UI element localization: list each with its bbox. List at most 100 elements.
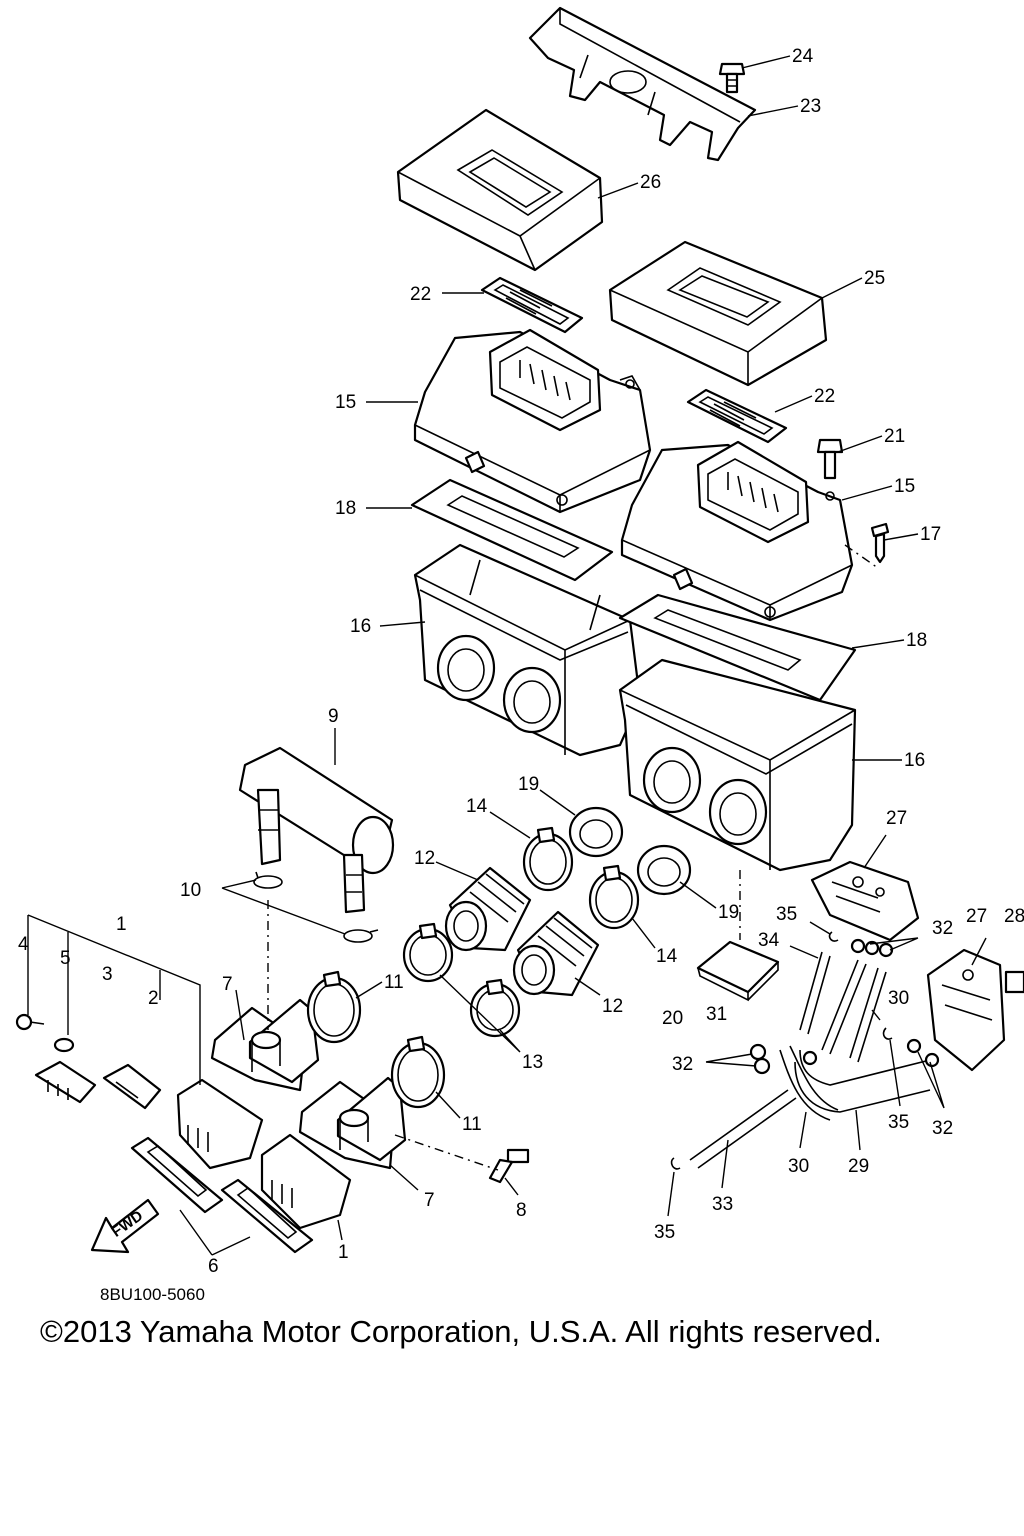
airbox-lid-part-15-upper	[413, 328, 652, 514]
callout-19-lower: 19	[718, 902, 739, 923]
reed-valve-part-1-left	[176, 1078, 264, 1170]
callout-32-mid: 32	[672, 1054, 693, 1075]
callout-35-mid: 35	[888, 1112, 909, 1133]
bracket-part-23	[528, 6, 757, 162]
callout-22-upper: 22	[410, 284, 431, 305]
callout-35-upper: 35	[776, 904, 797, 925]
callout-20: 20	[662, 1008, 683, 1029]
collar-part-19-upper	[568, 806, 624, 858]
callout-29: 29	[848, 1156, 869, 1177]
callout-15-upper: 15	[335, 392, 356, 413]
clamp-part-13-left	[402, 922, 454, 983]
callout-30-lower: 30	[788, 1156, 809, 1177]
callout-15-lower: 15	[894, 476, 915, 497]
screw-part-4	[15, 1013, 45, 1031]
callout-1-upper: 1	[116, 914, 127, 935]
clamp-part-11-lower	[390, 1035, 446, 1109]
clamp-part-13-right	[469, 978, 521, 1038]
collar-part-19-lower	[636, 844, 692, 896]
callout-7-lower: 7	[424, 1190, 435, 1211]
callout-5: 5	[60, 948, 71, 969]
rubber-joint-part-12-lower	[512, 910, 600, 997]
screw-part-17	[870, 522, 890, 564]
hose-clip-part-32-group	[749, 938, 940, 1075]
hose-part-29	[794, 1049, 931, 1113]
callout-34: 34	[758, 930, 780, 951]
callout-12-lower: 12	[602, 996, 623, 1017]
bolt-part-8	[488, 1148, 530, 1184]
adapter-part-7-right	[298, 1076, 407, 1170]
callout-2: 2	[148, 988, 159, 1009]
callout-25: 25	[864, 268, 885, 289]
filter-part-22-upper	[480, 276, 584, 334]
hose-clip-part-35-group	[670, 931, 893, 1170]
gasket-part-6-right	[220, 1178, 314, 1254]
filter-part-22-lower	[686, 388, 788, 444]
callout-22-lower: 22	[814, 386, 835, 407]
fuel-pump-part-27-lower	[926, 948, 1006, 1072]
callout-4: 4	[18, 934, 29, 955]
washer-part-5	[53, 1037, 75, 1053]
bolt-part-21	[816, 438, 844, 480]
callout-30-upper: 30	[888, 988, 909, 1009]
reed-petal-part-3	[34, 1060, 97, 1104]
callout-17: 17	[920, 524, 941, 545]
clamp-part-11-upper	[306, 970, 362, 1044]
callout-35-lower: 35	[654, 1222, 675, 1243]
callout-12-upper: 12	[414, 848, 435, 869]
callout-33: 33	[712, 1194, 733, 1215]
callout-9: 9	[328, 706, 339, 727]
callout-18-lower: 18	[906, 630, 927, 651]
pad-part-20	[696, 940, 780, 1002]
airbox-base-part-16-lower	[618, 658, 857, 872]
bolt-part-28	[1004, 970, 1024, 994]
callout-labels: 24 23 26 25 22 22 21 15 15 17 18 18 16 1…	[18, 46, 1024, 1277]
callout-11-upper: 11	[384, 972, 404, 993]
callout-8: 8	[516, 1200, 527, 1221]
clip-part-10-upper	[253, 871, 283, 889]
foam-cover-part-25	[608, 240, 828, 387]
callout-26: 26	[640, 172, 661, 193]
callout-18-upper: 18	[335, 498, 356, 519]
callout-24: 24	[792, 46, 814, 67]
callout-1-lower: 1	[338, 1242, 349, 1263]
clamp-part-14-lower	[588, 864, 640, 930]
callout-19-upper: 19	[518, 774, 539, 795]
gasket-part-18-upper	[410, 478, 614, 582]
gasket-part-18-lower	[618, 593, 857, 702]
callout-31: 31	[706, 1004, 727, 1025]
leader-lines	[179, 55, 987, 1256]
foam-cover-part-26	[396, 108, 604, 272]
callout-23: 23	[800, 96, 821, 117]
callout-3: 3	[102, 964, 113, 985]
hose-part-33	[689, 1089, 797, 1169]
clip-part-10-lower	[343, 929, 379, 943]
callout-27-lower: 27	[966, 906, 987, 927]
callout-21: 21	[884, 426, 905, 447]
callout-16-upper: 16	[350, 616, 371, 637]
callout-10: 10	[180, 880, 201, 901]
callout-14-lower: 14	[656, 946, 678, 967]
callout-28: 28	[1004, 906, 1024, 927]
intake-silencer-part-9	[238, 746, 395, 914]
callout-7-upper: 7	[222, 974, 233, 995]
callout-6: 6	[208, 1256, 219, 1277]
hose-part-31	[821, 959, 867, 1055]
adapter-part-7-left	[210, 998, 320, 1092]
reed-stopper-part-2	[102, 1063, 162, 1110]
callout-27-upper: 27	[886, 808, 907, 829]
hose-part-30-upper	[849, 967, 887, 1063]
hose-part-30-lower	[779, 1045, 839, 1121]
callout-13: 13	[522, 1052, 543, 1073]
airbox-base-part-16-upper	[413, 543, 642, 757]
reed-group-bracket	[27, 914, 201, 1085]
gasket-part-6-left	[130, 1136, 224, 1214]
copyright-notice: ©2013 Yamaha Motor Corporation, U.S.A. A…	[40, 1314, 882, 1349]
clamp-part-14-upper	[522, 826, 574, 892]
rubber-joint-part-12-upper	[444, 866, 532, 952]
callout-14-upper: 14	[466, 796, 488, 817]
callout-11-lower: 11	[462, 1114, 482, 1135]
callout-32-lower: 32	[932, 1118, 953, 1139]
callout-32-upper: 32	[932, 918, 953, 939]
